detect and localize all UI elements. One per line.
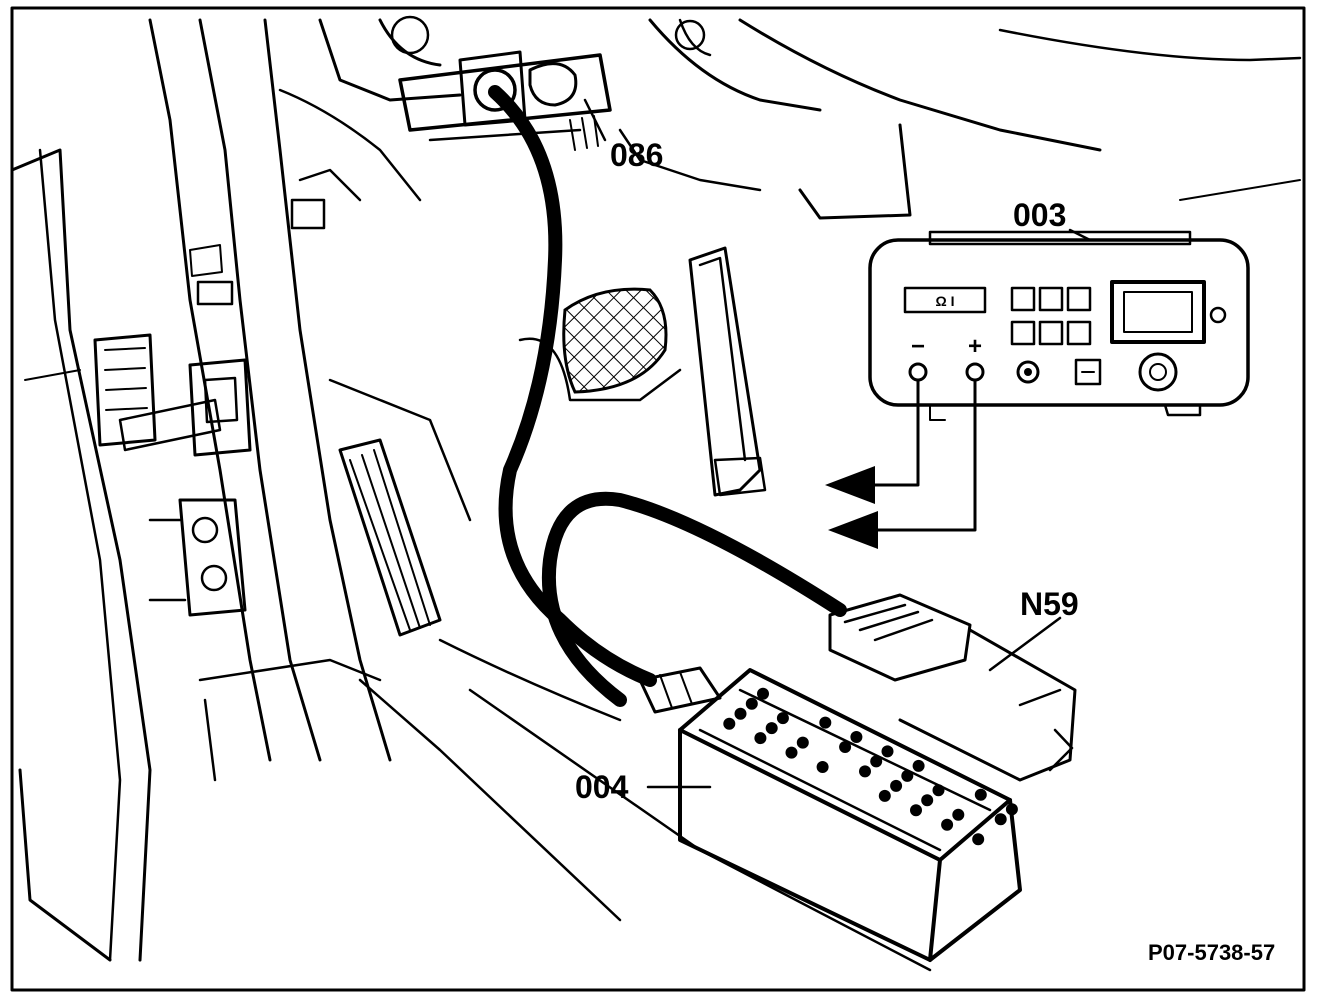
door-check-strap [93, 333, 252, 457]
callout-003: 003 [1013, 197, 1066, 233]
pin-hole [850, 731, 863, 743]
connector-pins [723, 687, 1018, 846]
meter-plus-jack [965, 362, 985, 382]
callout-n59: N59 [1020, 586, 1079, 622]
pin-hole [972, 833, 985, 846]
n59-cable [541, 491, 847, 707]
pin-hole [734, 707, 747, 720]
pin-hole [819, 716, 832, 729]
diagnostic-socket-086 [398, 50, 612, 151]
meter-minus-label: − [911, 333, 925, 360]
callout-004: 004 [575, 769, 629, 805]
door-frame [10, 18, 392, 962]
test-cable [488, 85, 657, 687]
pin-hole [757, 687, 769, 700]
meter-plus-label: + [968, 333, 982, 360]
pin-hole [859, 765, 871, 778]
pin-hole [901, 769, 914, 782]
pin-hole [910, 804, 922, 817]
pin-hole [881, 745, 894, 758]
test-leads [825, 378, 977, 549]
leader-lines [583, 98, 1092, 789]
multimeter-003: Ω I − + [868, 230, 1250, 421]
dashboard [278, 15, 1302, 230]
callout-086: 086 [610, 137, 663, 173]
pin-hole [765, 722, 778, 735]
pin-hole [776, 712, 789, 725]
pin-hole [870, 755, 883, 768]
pin-hole [974, 788, 987, 801]
meter-display-screen [1110, 280, 1206, 344]
pin-hole [1005, 803, 1018, 816]
pin-hole [932, 784, 945, 797]
figure-number: P07-5738-57 [1148, 940, 1275, 965]
pin-hole [941, 818, 954, 831]
pin-hole [745, 697, 758, 710]
pin-hole [890, 779, 903, 792]
pin-hole [723, 717, 736, 730]
pin-hole [878, 789, 891, 802]
meter-display-text: Ω I [935, 293, 954, 309]
pin-hole [816, 761, 829, 773]
breakout-box-004 [638, 666, 1022, 962]
diagram-border [10, 6, 1306, 992]
pin-hole [912, 759, 925, 772]
pin-hole [952, 808, 965, 821]
control-module-n59 [828, 593, 1077, 782]
meter-minus-jack [908, 362, 928, 382]
pin-hole [921, 794, 934, 807]
arrow-plus [828, 511, 878, 549]
pin-hole [994, 813, 1007, 826]
pin-hole [796, 736, 809, 749]
arrow-minus [825, 466, 875, 504]
pin-hole [839, 741, 852, 753]
pillar-switch [189, 244, 234, 306]
pin-hole [754, 732, 767, 745]
accelerator-pedal [688, 246, 767, 497]
door-hinge [148, 498, 247, 617]
meter-keypad [1010, 286, 1092, 346]
pin-hole [785, 746, 798, 759]
brake-pedal [518, 287, 682, 402]
